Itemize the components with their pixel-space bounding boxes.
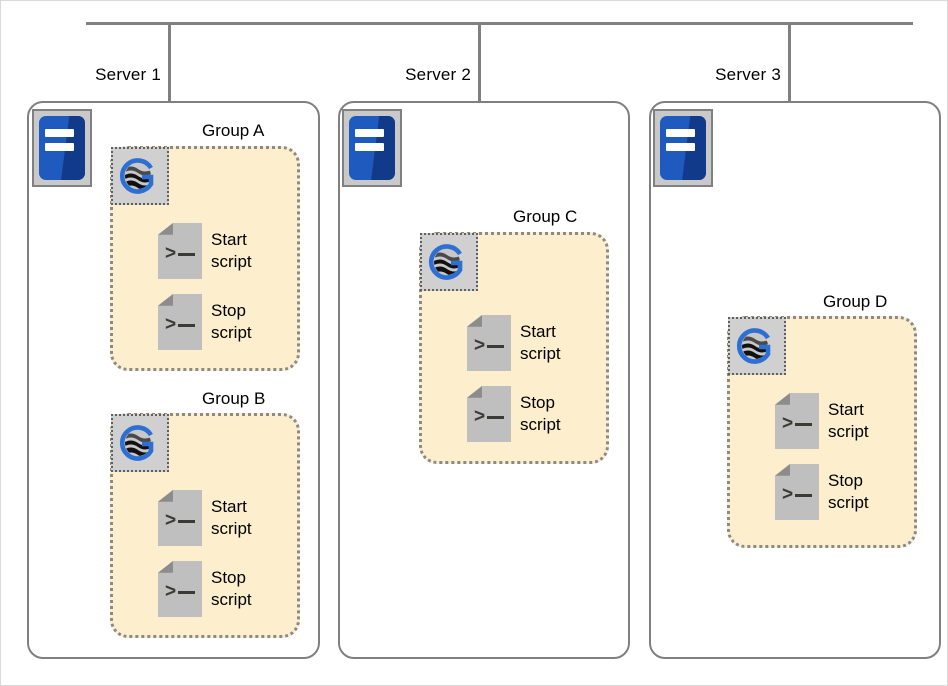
server-bay-bar bbox=[355, 128, 384, 138]
network-bus-line bbox=[86, 22, 913, 25]
script-fold-corner bbox=[775, 464, 790, 476]
script-label-line1: Start bbox=[211, 229, 247, 249]
script-label-line2: script bbox=[520, 415, 561, 434]
server-label-3: Server 3 bbox=[715, 65, 781, 84]
script-cursor-glyph bbox=[178, 324, 195, 327]
server-label-1: Server 1 bbox=[95, 65, 161, 84]
group-label-c: Group C bbox=[513, 207, 578, 226]
script-cursor-glyph bbox=[795, 494, 812, 497]
script-fold-corner bbox=[775, 393, 790, 405]
script-fold-corner bbox=[467, 315, 482, 327]
script-label-line1: Stop bbox=[211, 300, 246, 320]
globe-g-logo-icon bbox=[420, 233, 478, 291]
script-document-icon: > bbox=[467, 386, 511, 442]
script-fold-corner bbox=[158, 561, 173, 573]
script-label-line2: script bbox=[520, 344, 561, 363]
script-document-icon: > bbox=[158, 294, 202, 350]
script-document-icon: > bbox=[775, 393, 819, 449]
script-document-icon: > bbox=[158, 490, 202, 546]
script-document-icon: > bbox=[158, 561, 202, 617]
server-bay-bar bbox=[355, 142, 384, 152]
network-drop-line-server-1 bbox=[168, 22, 171, 102]
script-cursor-glyph bbox=[487, 416, 504, 419]
script-label-line1: Start bbox=[520, 321, 556, 341]
script-cursor-glyph bbox=[178, 520, 195, 523]
script-fold-corner bbox=[158, 294, 173, 306]
script-prompt-glyph: > bbox=[165, 314, 177, 335]
server-icon-1 bbox=[32, 109, 92, 187]
script-label-line1: Stop bbox=[211, 567, 246, 587]
group-label-b: Group B bbox=[202, 389, 266, 408]
group-label-a: Group A bbox=[202, 121, 265, 140]
server-bay-bar bbox=[45, 128, 74, 138]
script-document-icon: > bbox=[467, 315, 511, 371]
script-label: Stop script bbox=[828, 470, 869, 515]
script-row-start-c[interactable]: > Start script bbox=[467, 315, 561, 371]
script-prompt-glyph: > bbox=[165, 581, 177, 602]
server-chassis bbox=[660, 116, 706, 180]
script-prompt-glyph: > bbox=[782, 413, 794, 434]
script-row-stop-a[interactable]: > Stop script bbox=[158, 294, 252, 350]
script-label: Stop script bbox=[211, 567, 252, 612]
script-fold-corner bbox=[158, 490, 173, 502]
script-fold-corner bbox=[158, 223, 173, 235]
script-label: Start script bbox=[828, 399, 869, 444]
server-chassis bbox=[349, 116, 395, 180]
server-icon-3 bbox=[653, 109, 713, 187]
script-label-line2: script bbox=[828, 493, 869, 512]
globe-g-logo-icon bbox=[728, 317, 786, 375]
script-document-icon: > bbox=[158, 223, 202, 279]
script-row-start-a[interactable]: > Start script bbox=[158, 223, 252, 279]
script-cursor-glyph bbox=[178, 591, 195, 594]
script-label: Start script bbox=[211, 496, 252, 541]
script-label-line2: script bbox=[211, 252, 252, 271]
group-label-d: Group D bbox=[823, 292, 888, 311]
script-fold-corner bbox=[467, 386, 482, 398]
script-row-stop-b[interactable]: > Stop script bbox=[158, 561, 252, 617]
script-cursor-glyph bbox=[487, 345, 504, 348]
script-label: Stop script bbox=[211, 300, 252, 345]
script-prompt-glyph: > bbox=[165, 243, 177, 264]
script-row-start-b[interactable]: > Start script bbox=[158, 490, 252, 546]
server-label-2: Server 2 bbox=[405, 65, 471, 84]
script-label: Start script bbox=[520, 321, 561, 366]
script-cursor-glyph bbox=[178, 253, 195, 256]
globe-g-logo-icon bbox=[111, 147, 169, 205]
script-label: Start script bbox=[211, 229, 252, 274]
server-bay-bar bbox=[45, 142, 74, 152]
network-drop-line-server-2 bbox=[478, 22, 481, 102]
server-bay-bar bbox=[666, 128, 695, 138]
script-prompt-glyph: > bbox=[782, 484, 794, 505]
server-chassis bbox=[39, 116, 85, 180]
script-label-line1: Start bbox=[828, 399, 864, 419]
script-label-line1: Start bbox=[211, 496, 247, 516]
script-row-stop-d[interactable]: > Stop script bbox=[775, 464, 869, 520]
script-prompt-glyph: > bbox=[165, 510, 177, 531]
script-prompt-glyph: > bbox=[474, 335, 486, 356]
script-label-line1: Stop bbox=[828, 470, 863, 490]
script-row-start-d[interactable]: > Start script bbox=[775, 393, 869, 449]
globe-g-logo-icon bbox=[111, 414, 169, 472]
script-label-line2: script bbox=[211, 519, 252, 538]
script-row-stop-c[interactable]: > Stop script bbox=[467, 386, 561, 442]
script-prompt-glyph: > bbox=[474, 406, 486, 427]
server-icon-2 bbox=[342, 109, 402, 187]
script-label-line1: Stop bbox=[520, 392, 555, 412]
script-cursor-glyph bbox=[795, 423, 812, 426]
script-label: Stop script bbox=[520, 392, 561, 437]
script-label-line2: script bbox=[211, 323, 252, 342]
script-document-icon: > bbox=[775, 464, 819, 520]
network-drop-line-server-3 bbox=[788, 22, 791, 102]
script-label-line2: script bbox=[828, 422, 869, 441]
server-bay-bar bbox=[666, 142, 695, 152]
script-label-line2: script bbox=[211, 590, 252, 609]
